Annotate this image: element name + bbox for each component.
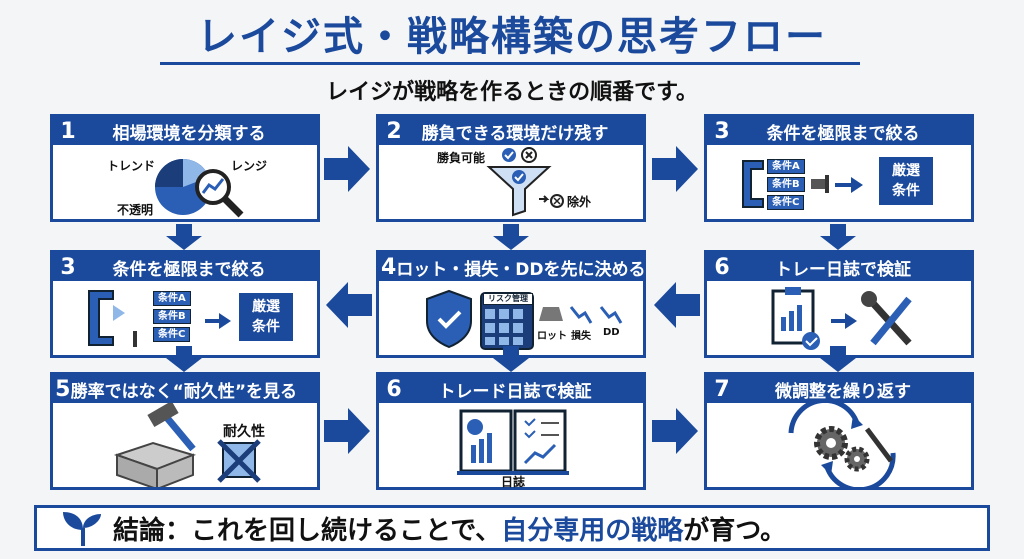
label-unclear: 不透明 (117, 203, 154, 217)
condition-c-tag: 条件C (767, 195, 805, 210)
strict-selection-box: 厳選条件 (879, 157, 933, 205)
hammer-brick-icon (113, 403, 261, 487)
condition-a-tag: 条件A (767, 159, 805, 174)
step-card-6a: 6 トレー日誌で検証 (704, 250, 974, 358)
step-card-1: 1 相場環境を分類する トレンド レンジ 不透明 (50, 114, 320, 222)
step-title: ロット・損失・DDを先に決める (396, 259, 646, 280)
step-title: 相場環境を分類する (112, 123, 266, 144)
conclusion-suffix: が育つ。 (683, 515, 787, 546)
step-card-3b: 3 条件を極限まで絞る 条件A 条件B 条件C 厳選条件 (50, 250, 320, 358)
condition-a-tag: 条件A (153, 291, 191, 306)
label-excluded: 除外 (567, 195, 592, 209)
label-durability: 耐久性 (223, 424, 265, 440)
step-card-2: 2 勝負できる環境だけ残す 勝負可能 除外 (376, 114, 646, 222)
arrow-down-1 (166, 224, 202, 250)
step-number: 1 (60, 118, 76, 144)
arrow-down-3 (820, 224, 856, 250)
step-title: 微調整を繰り返す (775, 381, 911, 402)
page-subtitle: レイジが戦略を作るときの順番です。 (326, 80, 698, 105)
pie-chart-magnifier-icon (155, 159, 244, 218)
step-title: トレー日誌で検証 (775, 259, 911, 280)
arrow-right-1 (324, 146, 370, 192)
clamp-icon (742, 160, 863, 208)
arrow-right-4 (652, 408, 698, 454)
arrow-right-2 (652, 146, 698, 192)
label-tradeable: 勝負可能 (437, 151, 486, 165)
arrow-down-2 (493, 224, 529, 250)
step-number: 2 (386, 118, 402, 144)
label-dd: DD (603, 327, 620, 338)
condition-b-tag: 条件B (767, 177, 805, 192)
label-range: レンジ (231, 159, 268, 173)
strict-selection-box: 厳選条件 (239, 293, 293, 341)
page-title: レイジ式・戦略構築の思考フロー (197, 14, 827, 60)
step-number: 5 (55, 376, 71, 402)
clamp-icon (88, 290, 231, 347)
title-underline (160, 62, 860, 65)
conclusion-prefix: 結論：これを回し続けることで、 (113, 515, 502, 546)
step-number: 6 (714, 254, 730, 280)
arrow-down-6 (820, 346, 856, 372)
step-title: 条件を極限まで絞る (112, 259, 266, 280)
arrow-down-5 (493, 346, 529, 372)
sprout-icon (63, 512, 101, 546)
conclusion-highlight: 自分専用の戦略 (501, 515, 684, 546)
step-number: 6 (386, 376, 402, 402)
arrow-left-1 (326, 282, 372, 328)
step-title: トレード日誌で検証 (438, 381, 592, 402)
step-number: 3 (714, 118, 730, 144)
step-number: 7 (714, 376, 730, 402)
step-title: 勝負できる環境だけ残す (421, 123, 609, 144)
risk-management-tag: リスク管理 (483, 293, 533, 305)
step-number: 3 (60, 254, 76, 280)
step-number: 4 (381, 254, 397, 280)
label-trend: トレンド (107, 159, 156, 173)
arrow-left-2 (654, 282, 700, 328)
step-card-6b: 6 トレード日誌で検証 日誌 (376, 372, 646, 490)
gears-cycle-icon (788, 403, 896, 487)
step-card-7: 7 微調整を繰り返す (704, 372, 974, 490)
step-title: 勝率ではなく“耐久性”を見る (70, 381, 297, 402)
funnel-filter-icon (486, 147, 564, 217)
arrow-right-3 (324, 408, 370, 454)
condition-b-tag: 条件B (153, 309, 191, 324)
clipboard-tools-icon (771, 287, 912, 350)
step-title: 条件を極限まで絞る (766, 123, 920, 144)
arrow-down-4 (166, 346, 202, 372)
label-journal: 日誌 (501, 475, 526, 489)
trade-journal-icon (457, 409, 569, 475)
label-loss: 損失 (571, 331, 591, 342)
step-card-3: 3 条件を極限まで絞る 条件A 条件B 条件C 厳選条件 (704, 114, 974, 222)
label-lot: ロット (537, 331, 567, 342)
conclusion-banner: 結論：これを回し続けることで、 自分専用の戦略 が育つ。 (34, 505, 990, 551)
condition-c-tag: 条件C (153, 327, 191, 342)
